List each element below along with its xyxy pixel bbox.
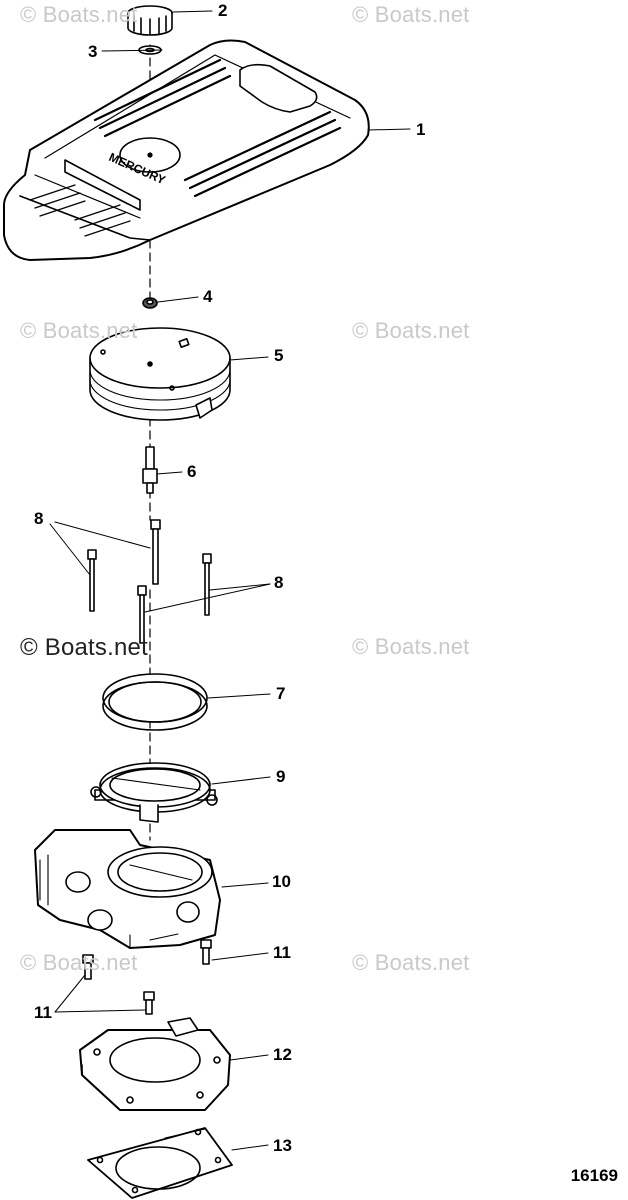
callout-9: 9 — [276, 767, 286, 786]
callout-1: 1 — [416, 120, 426, 139]
callout-6: 6 — [187, 462, 197, 481]
part-flame-arrestor — [89, 327, 231, 421]
watermark: © Boats.net — [352, 634, 470, 659]
callout-11: 11 — [273, 943, 291, 962]
callout-3: 3 — [88, 42, 98, 61]
part-gasket-ring — [102, 673, 208, 731]
part-grommet — [142, 297, 158, 309]
part-stud — [142, 446, 158, 494]
callout-10: 10 — [272, 872, 291, 891]
part-throttle-body — [34, 829, 221, 949]
part-bolt-8 — [87, 519, 212, 644]
watermark: © Boats.net — [352, 318, 470, 343]
part-screw-11 — [82, 939, 212, 1015]
watermark: © Boats.net — [20, 950, 138, 975]
callout-8: 8 — [34, 509, 44, 528]
watermark: © Boats.net — [20, 634, 148, 661]
part-spacer-plate — [79, 1017, 231, 1111]
callout-11: 11 — [34, 1003, 52, 1022]
callout-2: 2 — [218, 1, 228, 20]
part-cap — [127, 5, 173, 36]
callout-12: 12 — [273, 1045, 292, 1064]
watermark: © Boats.net — [352, 2, 470, 27]
callout-4: 4 — [203, 287, 213, 306]
leader-lines — [49, 10, 411, 1151]
callout-7: 7 — [276, 684, 286, 703]
watermark: © Boats.net — [20, 2, 138, 27]
watermark: © Boats.net — [20, 318, 138, 343]
drawing-number: 16169 — [570, 1166, 618, 1185]
watermark: © Boats.net — [352, 950, 470, 975]
callout-13: 13 — [273, 1136, 292, 1155]
part-base-gasket — [87, 1127, 233, 1199]
part-engine-cover — [3, 39, 370, 261]
callout-8: 8 — [274, 573, 284, 592]
callout-5: 5 — [274, 346, 284, 365]
part-adaptor — [90, 762, 218, 823]
